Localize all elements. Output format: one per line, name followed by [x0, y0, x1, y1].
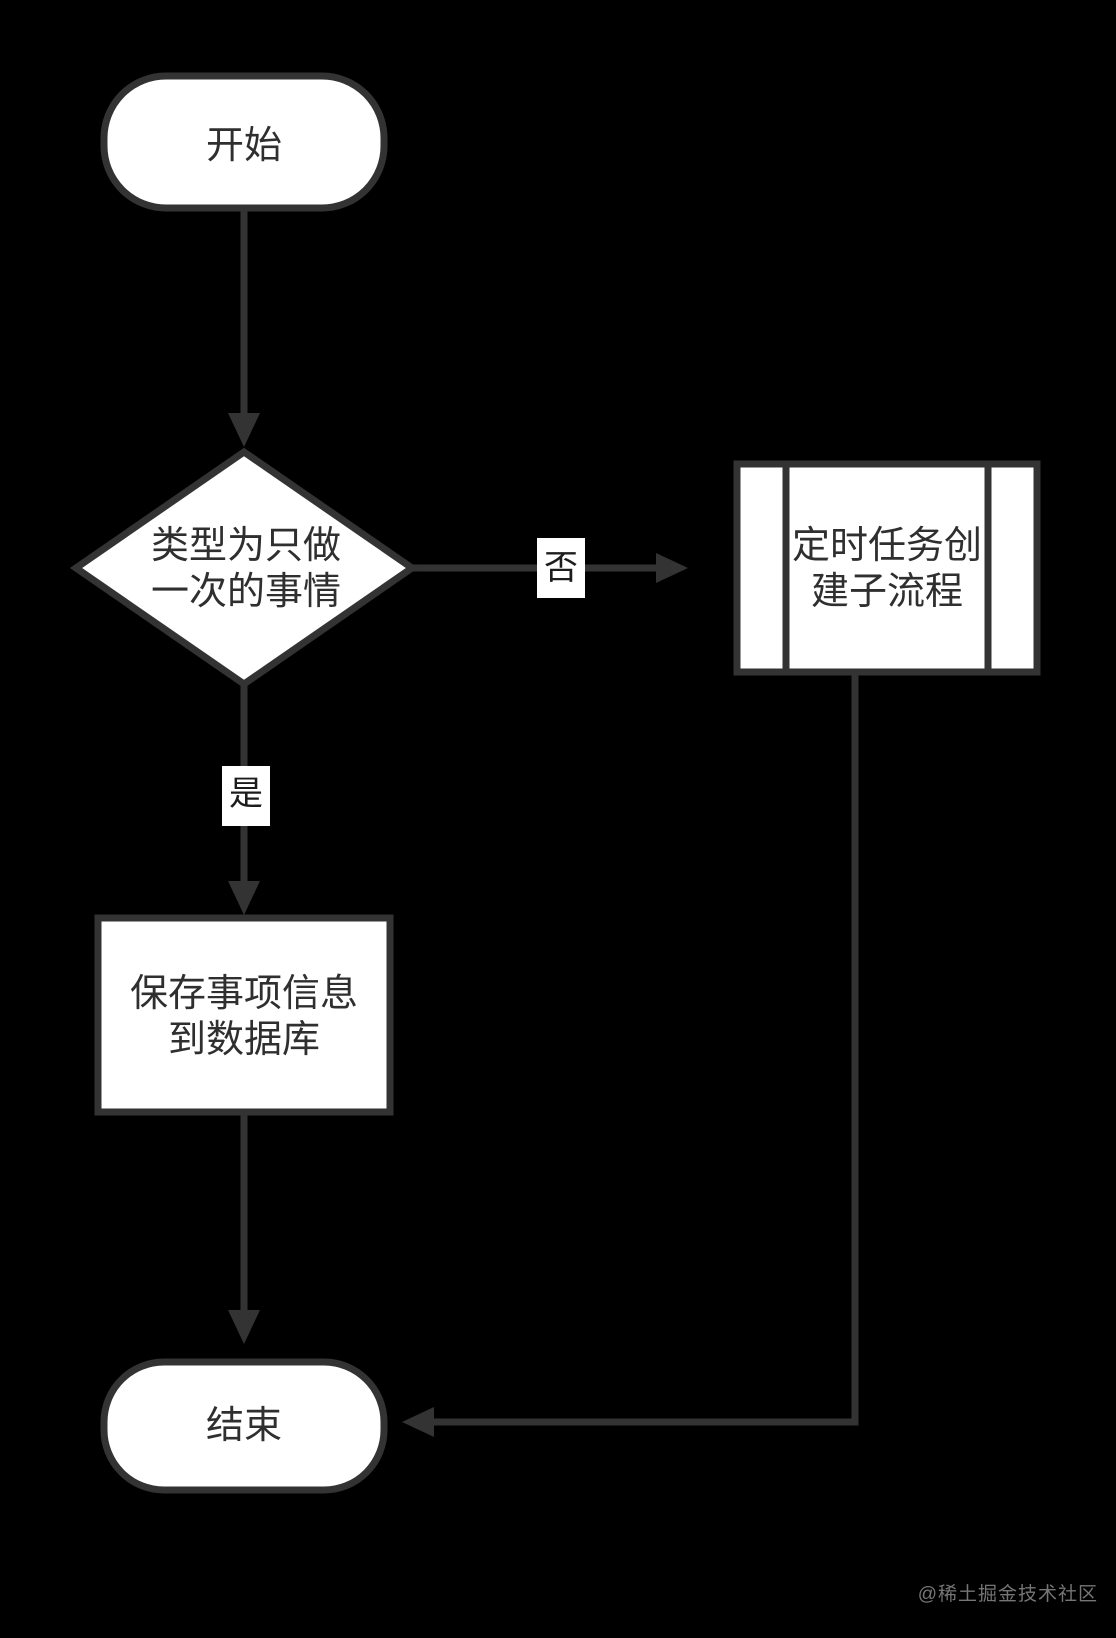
node-start[interactable]: 开始: [100, 72, 388, 212]
node-subprocess[interactable]: 定时任务创 建子流程: [733, 460, 1041, 676]
node-decision[interactable]: 类型为只做 一次的事情: [69, 447, 419, 689]
node-end[interactable]: 结束: [100, 1358, 388, 1494]
node-decision-label-line2: 一次的事情: [151, 571, 341, 613]
save-shape: [94, 914, 394, 1116]
node-subprocess-label-line2: 建子流程: [811, 571, 963, 613]
edge-start-to-decision: [228, 208, 260, 447]
edge-label-no: 否: [537, 538, 585, 598]
node-save-label-line1: 保存事项信息: [130, 973, 358, 1015]
node-save-label-line2: 到数据库: [168, 1019, 320, 1061]
edge-label-no-bg: [537, 538, 585, 598]
edge-save-to-end: [228, 1112, 260, 1344]
node-start-label: 开始: [206, 125, 282, 167]
node-save[interactable]: 保存事项信息 到数据库: [94, 914, 394, 1116]
node-subprocess-label-line1: 定时任务创: [792, 525, 982, 567]
node-end-label: 结束: [206, 1405, 282, 1447]
node-decision-label-line1: 类型为只做: [151, 525, 341, 567]
edge-label-no-text: 否: [544, 549, 578, 587]
edge-subprocess-to-end: [402, 672, 859, 1437]
decision-shape: [69, 447, 419, 689]
edge-label-yes-text: 是: [229, 775, 263, 813]
edge-label-yes-bg: [222, 766, 270, 826]
start-shape: [100, 72, 388, 212]
subprocess-shape: [733, 460, 1041, 676]
end-shape: [100, 1358, 388, 1494]
watermark: @稀土掘金技术社区: [917, 1584, 1098, 1605]
edge-label-yes: 是: [222, 766, 270, 826]
